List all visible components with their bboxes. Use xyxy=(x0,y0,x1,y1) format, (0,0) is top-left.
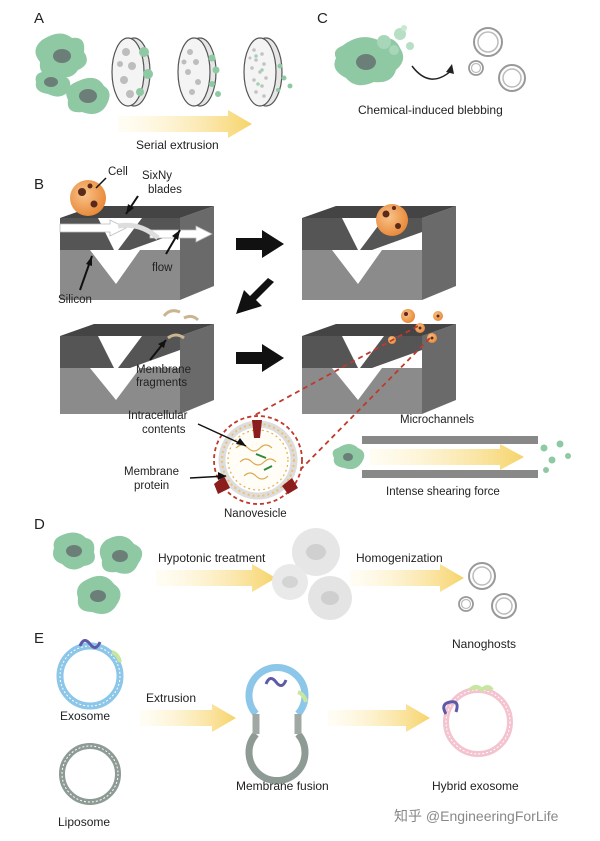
hypotonic-label: Hypotonic treatment xyxy=(158,551,266,565)
filter-membrane-2 xyxy=(177,37,221,107)
swollen-cell-icon xyxy=(272,564,308,600)
vesicle-icon xyxy=(468,60,484,76)
membrane-fragments-line1: Membrane xyxy=(136,364,191,376)
nanovesicle-cluster xyxy=(388,309,443,344)
silicon-block-4 xyxy=(302,324,456,414)
filter-membrane-1 xyxy=(111,37,153,107)
cell-icon xyxy=(66,77,110,114)
process-arrow xyxy=(236,230,284,258)
microchannels-label: Microchannels xyxy=(400,414,475,426)
membrane-fragment-icon xyxy=(162,309,181,317)
flow-label: flow xyxy=(152,262,173,274)
nanoghosts-label: Nanoghosts xyxy=(452,637,517,651)
microchannel xyxy=(362,436,538,478)
nanovesicle-diagram xyxy=(213,415,303,505)
homogenization-label: Homogenization xyxy=(356,551,443,565)
exosome-label: Exosome xyxy=(60,709,111,723)
swollen-cell-icon xyxy=(308,576,352,620)
blebbing-cell-icon xyxy=(334,25,414,86)
orange-cell-icon xyxy=(70,180,106,216)
extrusion-arrow xyxy=(118,110,252,138)
intracellular-line2: contents xyxy=(142,424,186,436)
vesicle-icon xyxy=(473,27,503,57)
curved-arrow-icon xyxy=(411,65,453,80)
panel-a-art xyxy=(35,33,293,138)
intracellular-line1: Intracellular xyxy=(128,410,188,422)
swollen-cell-icon xyxy=(292,528,340,576)
process-arrow xyxy=(236,344,284,372)
cell-icon xyxy=(99,535,143,574)
membrane-protein-line1: Membrane xyxy=(124,466,179,478)
membrane-fusion-label: Membrane fusion xyxy=(236,779,329,793)
liposome-icon xyxy=(59,743,121,805)
hypotonic-arrow xyxy=(156,564,276,592)
fusion-arrow xyxy=(328,704,430,732)
hybrid-exosome-label: Hybrid exosome xyxy=(432,779,519,793)
panel-label-e: E xyxy=(34,630,45,647)
liposome-label: Liposome xyxy=(58,815,111,829)
membrane-protein-line2: protein xyxy=(134,480,170,492)
homogenization-arrow xyxy=(350,564,464,592)
nanoghost-icon xyxy=(468,562,496,590)
panel-d-art xyxy=(53,528,517,620)
nanoghost-icon xyxy=(491,593,517,619)
vesicle-icon xyxy=(498,64,526,92)
blades-label-main: SixNy xyxy=(142,170,173,182)
extrusion-arrow xyxy=(140,704,236,732)
blebbing-label: Chemical-induced blebbing xyxy=(358,103,503,117)
panel-c-art xyxy=(334,25,526,92)
panel-b-art xyxy=(59,177,571,505)
nanovesicle-label: Nanovesicle xyxy=(224,508,287,520)
cell-icon xyxy=(332,444,365,470)
shearing-force-label: Intense shearing force xyxy=(386,486,500,498)
cell-icon xyxy=(35,33,87,78)
watermark: 知乎 @EngineeringForLife xyxy=(394,808,559,824)
panel-label-a: A xyxy=(34,10,45,27)
panel-label-d: D xyxy=(34,516,45,533)
nanoghost-icon xyxy=(458,596,474,612)
membrane-fusion-icon xyxy=(245,663,309,785)
cell-label: Cell xyxy=(108,166,128,178)
filter-membrane-3 xyxy=(243,37,293,107)
cell-icon xyxy=(53,532,95,570)
silicon-label: Silicon xyxy=(58,294,92,306)
orange-cell-icon xyxy=(376,204,408,236)
membrane-fragments-line2: fragments xyxy=(136,377,188,389)
silicon-block-3 xyxy=(60,324,214,414)
exosome-icon xyxy=(56,639,124,710)
panel-e-art xyxy=(56,639,513,805)
cell-icon xyxy=(35,68,71,97)
extrusion-label: Extrusion xyxy=(146,691,197,705)
blades-label-line2: blades xyxy=(148,184,182,196)
panel-label-c: C xyxy=(317,10,328,27)
process-arrow xyxy=(236,278,274,314)
silicon-block-1 xyxy=(60,206,214,300)
hybrid-exosome-icon xyxy=(442,685,513,757)
serial-extrusion-label: Serial extrusion xyxy=(136,138,219,152)
cell-icon xyxy=(77,575,121,614)
panel-label-b: B xyxy=(34,176,45,193)
